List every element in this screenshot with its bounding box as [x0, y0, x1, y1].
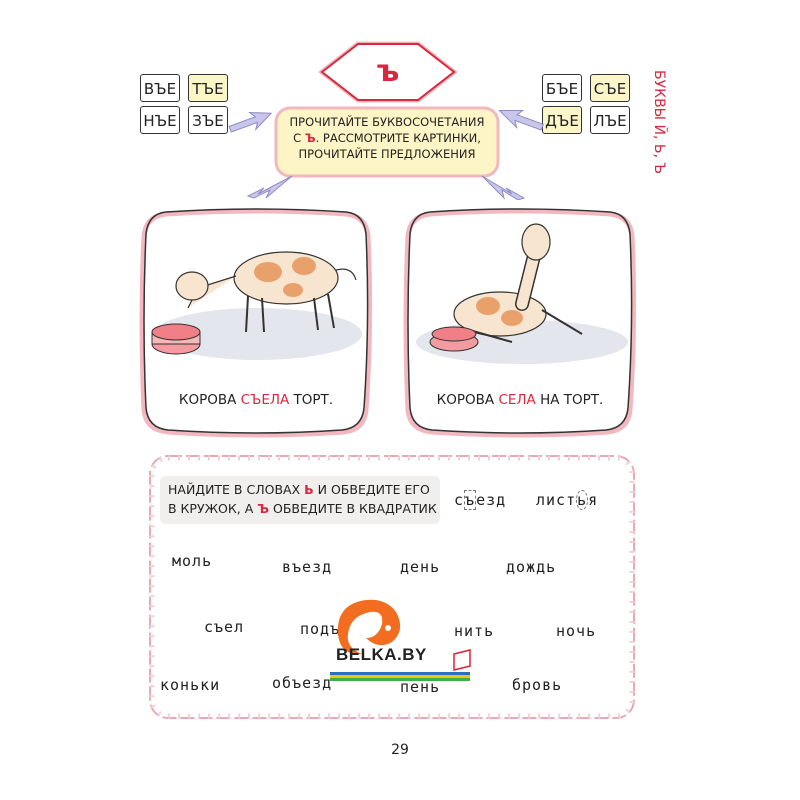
word-item: моль: [172, 552, 213, 570]
tile-left-1: ВЪЕ: [140, 74, 180, 102]
cow-eating-illustration: [175, 251, 357, 333]
card-1-highlight: СЪЕЛА: [240, 392, 290, 408]
card-1-caption: КОРОВА СЪЕЛА ТОРТ.: [146, 392, 366, 408]
task-line-2: В КРУЖОК, А Ъ ОБВЕДИТЕ В КВАДРАТИК: [168, 499, 438, 518]
tile-right-1: БЪЕ: [542, 74, 582, 102]
word-item: дождь: [506, 558, 557, 576]
word-item: въезд: [282, 558, 333, 576]
example-1-part-b: езд: [476, 491, 507, 509]
word-item: нить: [454, 622, 495, 640]
task-line-2-suffix: ОБВЕДИТЕ В КВАДРАТИК: [272, 501, 437, 516]
tile-right-3: ДЪЕ: [542, 106, 582, 134]
title-letter: ъ: [376, 54, 400, 89]
card-2-highlight: СЕЛА: [498, 392, 536, 408]
instruction-suffix: . РАССМОТРИТЕ КАРТИНКИ,: [315, 131, 481, 145]
tile-left-2: ТЪЕ: [188, 74, 228, 102]
page-number: 29: [391, 742, 409, 758]
task-soft-sign: Ь: [304, 482, 314, 497]
card-2-word-3: НА ТОРТ.: [540, 392, 604, 408]
card-1-word-1: КОРОВА: [178, 392, 237, 408]
card-2-word-1: КОРОВА: [436, 392, 495, 408]
instruction-prefix: С: [293, 131, 302, 145]
tile-right-2: СЪЕ: [590, 74, 630, 102]
instruction-line-2: С Ъ. РАССМОТРИТЕ КАРТИНКИ,: [284, 130, 490, 146]
task-instruction-background: [160, 476, 440, 524]
instruction-letter: Ъ: [304, 131, 316, 145]
task-line-1: НАЙДИТЕ В СЛОВАХ Ь И ОБВЕДИТЕ ЕГО: [168, 480, 438, 499]
picture-card-2: [403, 208, 637, 438]
tile-left-3: НЪЕ: [140, 106, 180, 134]
example-1-part-a: с: [454, 491, 465, 509]
cake-illustration: [151, 323, 201, 355]
instruction-text: ПРОЧИТАЙТЕ БУКВОСОЧЕТАНИЯ С Ъ. РАССМОТРИ…: [284, 114, 490, 162]
title-diamond-frame: [318, 41, 458, 103]
task-instruction: НАЙДИТЕ В СЛОВАХ Ь И ОБВЕДИТЕ ЕГО В КРУЖ…: [168, 480, 438, 518]
cow-sitting-illustration: [453, 223, 583, 343]
word-item: коньки: [160, 676, 221, 694]
side-label-text: БУКВЫ Й, Ь, Ъ: [651, 70, 667, 175]
instruction-line-1: ПРОЧИТАЙТЕ БУКВОСОЧЕТАНИЯ: [289, 115, 485, 129]
word-item: ночь: [556, 622, 597, 640]
word-item: объезд: [272, 674, 333, 692]
task-line-1-prefix: НАЙДИТЕ В СЛОВАХ: [168, 482, 301, 497]
task-line-2-prefix: В КРУЖОК, А: [168, 501, 254, 516]
word-item: бровь: [512, 676, 563, 694]
watermark-text: BELKA.BY: [336, 645, 427, 664]
example-2-circle-mark: ь: [576, 490, 589, 510]
example-word-1: съезд: [454, 490, 506, 510]
example-1-square-mark: ъ: [464, 490, 477, 510]
belka-squirrel-logo-icon: [330, 599, 471, 681]
picture-card-1: [139, 208, 373, 438]
word-item: пень: [400, 678, 441, 696]
word-item: день: [400, 558, 441, 576]
cake-squashed-illustration: [429, 326, 479, 352]
word-item: съел: [204, 618, 245, 636]
task-hard-sign: Ъ: [257, 501, 269, 516]
side-label: БУКВЫ Й, Ь, Ъ: [643, 70, 671, 180]
card-1-word-3: ТОРТ.: [293, 392, 334, 408]
card-2-caption: КОРОВА СЕЛА НА ТОРТ.: [410, 392, 630, 408]
example-2-part-a: лист: [536, 491, 577, 509]
task-line-1-suffix: И ОБВЕДИТЕ ЕГО: [317, 482, 430, 497]
instruction-line-3: ПРОЧИТАЙТЕ ПРЕДЛОЖЕНИЯ: [298, 147, 476, 161]
instruction-bubble: [228, 106, 544, 200]
word-item: подъ: [300, 620, 341, 638]
example-2-part-b: я: [588, 491, 599, 509]
tile-right-4: ЛЪЕ: [590, 106, 630, 134]
tile-left-4: ЗЪЕ: [188, 106, 228, 134]
example-word-2: листья: [536, 490, 598, 510]
